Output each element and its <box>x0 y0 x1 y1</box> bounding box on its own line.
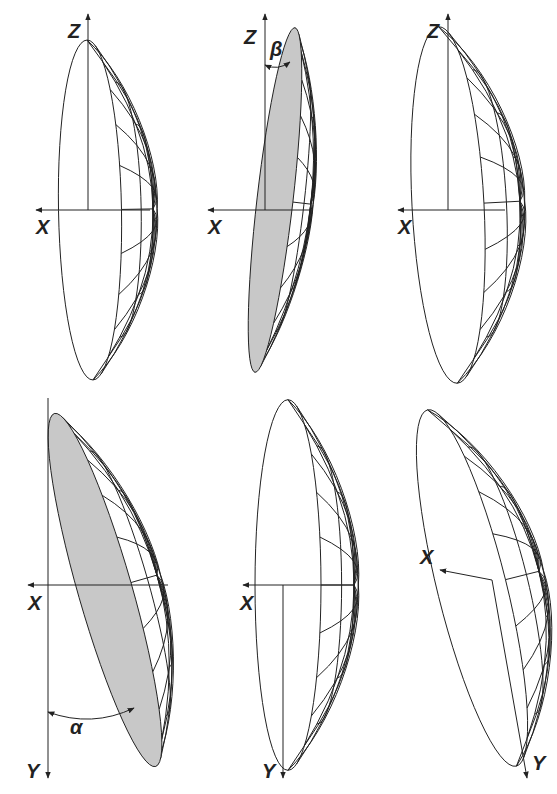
lens-figure <box>28 398 211 778</box>
lens-figure <box>36 14 161 381</box>
axis-label: Z <box>68 20 80 42</box>
lens-figure <box>398 14 534 385</box>
axis-label: X <box>240 592 253 614</box>
axis-label: X <box>398 216 411 238</box>
axis-label: Z <box>244 26 256 48</box>
lens-figure <box>243 400 359 778</box>
axis-label: Y <box>26 760 39 782</box>
axis-label: β <box>270 38 282 60</box>
axis-label: X <box>36 216 49 238</box>
axis-label: X <box>28 592 41 614</box>
axis-label: α <box>70 716 82 738</box>
axis-label: Z <box>427 20 439 42</box>
axis-label: Y <box>532 752 545 774</box>
axis-label: Y <box>262 760 275 782</box>
lens-figure <box>394 392 557 778</box>
lens-figure <box>208 14 333 377</box>
axis-label: X <box>208 216 221 238</box>
axis-label: X <box>420 546 433 568</box>
